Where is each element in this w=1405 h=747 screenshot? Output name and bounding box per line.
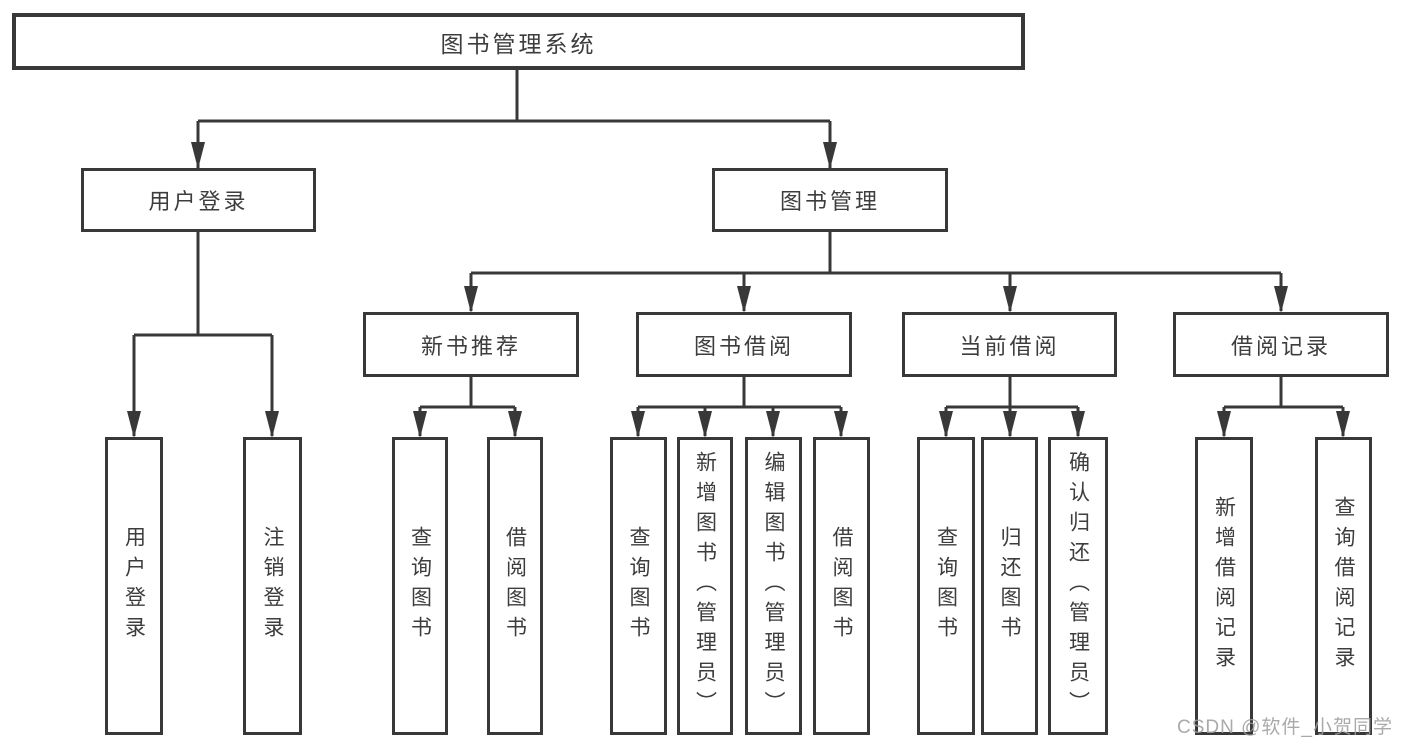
- leaf-query-books-recommend: 查询图书: [392, 437, 448, 735]
- node-book-borrowing: 图书借阅: [636, 312, 852, 377]
- node-book-management: 图书管理: [712, 168, 948, 232]
- leaf-edit-books-admin: 编辑图书（管理员）: [745, 437, 802, 735]
- leaf-query-borrow-record: 查询借阅记录: [1315, 437, 1372, 735]
- node-user-login: 用户登录: [81, 168, 316, 232]
- node-new-book-recommendation: 新书推荐: [363, 312, 579, 377]
- leaf-borrow-books-recommend: 借阅图书: [487, 437, 543, 735]
- leaf-query-books-current: 查询图书: [917, 437, 975, 735]
- leaf-user-login: 用户登录: [105, 437, 163, 735]
- leaf-add-books-admin: 新增图书（管理员）: [677, 437, 733, 735]
- leaf-confirm-return-admin: 确认归还（管理员）: [1048, 437, 1108, 735]
- leaf-add-borrow-record: 新增借阅记录: [1195, 437, 1253, 735]
- leaf-logout: 注销登录: [243, 437, 302, 735]
- leaf-query-books-borrowing: 查询图书: [610, 437, 667, 735]
- leaf-return-books: 归还图书: [981, 437, 1038, 735]
- node-current-borrowing: 当前借阅: [902, 312, 1117, 377]
- node-borrowing-records: 借阅记录: [1173, 312, 1389, 377]
- csdn-watermark: CSDN @软件_小贺同学: [1177, 717, 1393, 738]
- node-library-management-system: 图书管理系统: [12, 13, 1025, 70]
- leaf-borrow-books: 借阅图书: [813, 437, 870, 735]
